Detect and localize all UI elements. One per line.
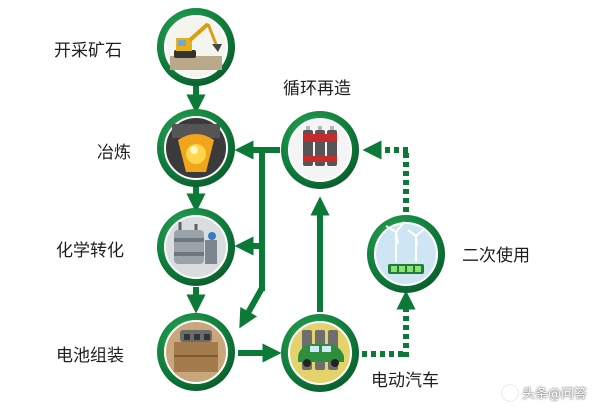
furnace-icon	[172, 124, 220, 172]
node-ev	[281, 314, 359, 392]
label-mining: 开采矿石	[54, 41, 122, 61]
node-mining	[157, 8, 235, 86]
excavator-icon	[170, 22, 222, 70]
label-chemical: 化学转化	[56, 241, 124, 261]
node-chemical	[157, 208, 235, 286]
electric-car-icon	[298, 330, 344, 370]
arrow-second-use-to-recycle	[362, 140, 409, 212]
watermark-text: 头条@问答	[521, 387, 587, 402]
node-recycle	[281, 111, 359, 189]
wind-turbine-icon	[385, 221, 425, 274]
label-smelting: 冶炼	[97, 143, 131, 163]
battery-assembly-icon	[174, 330, 218, 372]
label-second-use: 二次使用	[462, 246, 530, 266]
label-recycle: 循环再造	[283, 79, 351, 99]
label-ev: 电动汽车	[371, 371, 439, 391]
node-second-use	[367, 215, 445, 293]
node-smelting	[157, 109, 235, 187]
arrow-ev-to-second-use	[362, 290, 416, 357]
watermark: 头条@问答	[501, 383, 587, 402]
recycled-battery-icon	[303, 126, 337, 166]
toutiao-logo-icon	[501, 384, 518, 401]
label-assembly: 电池组装	[56, 346, 124, 366]
recycle-output-bus	[234, 140, 280, 329]
node-assembly	[157, 313, 235, 391]
chemical-plant-icon	[174, 222, 217, 264]
